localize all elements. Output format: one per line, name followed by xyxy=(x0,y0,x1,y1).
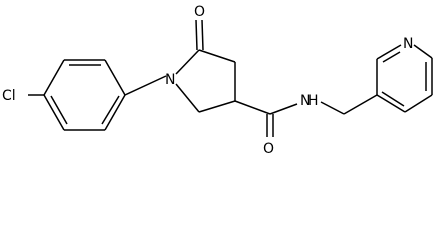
atom-label-ring-nitrogen: N xyxy=(165,72,175,88)
bond xyxy=(376,94,406,113)
atom-label-amide-nitrogen: N xyxy=(300,93,310,109)
bond-aryl-n xyxy=(124,75,167,96)
double-bond-inner xyxy=(381,91,405,107)
ketone-double-bond xyxy=(201,19,204,51)
atom-label-ketone-oxygen: O xyxy=(194,4,205,20)
pyrrolidinone-ring xyxy=(175,49,236,113)
bond xyxy=(198,49,236,63)
bond-ch2-pyridine xyxy=(343,94,378,115)
pyridine-ring xyxy=(376,44,433,113)
atom-label-pyridine-nitrogen: N xyxy=(403,36,413,52)
chlorophenyl-ring xyxy=(43,59,126,131)
double-bond-inner xyxy=(50,95,68,125)
bond xyxy=(198,100,236,113)
bond xyxy=(43,59,65,96)
bond xyxy=(175,49,200,75)
bond xyxy=(404,94,433,113)
bond-amide-cn xyxy=(269,103,298,115)
bond xyxy=(43,94,65,131)
atom-label-amide-oxygen: O xyxy=(263,141,274,157)
bond-ring-carboxamide xyxy=(234,100,271,115)
ketone-double-bond xyxy=(195,19,198,51)
bond xyxy=(104,59,126,96)
bond xyxy=(376,44,402,60)
molecule-structure-diagram: Cl N O O N H N xyxy=(2,4,433,157)
bond xyxy=(175,83,200,113)
bond xyxy=(104,94,126,131)
bond-n-ch2 xyxy=(320,101,345,115)
bond xyxy=(413,44,433,59)
atom-label-amide-hydrogen: H xyxy=(308,93,319,109)
atom-label-chlorine: Cl xyxy=(2,88,16,104)
double-bond-inner xyxy=(382,51,401,63)
double-bond-inner xyxy=(101,95,120,125)
